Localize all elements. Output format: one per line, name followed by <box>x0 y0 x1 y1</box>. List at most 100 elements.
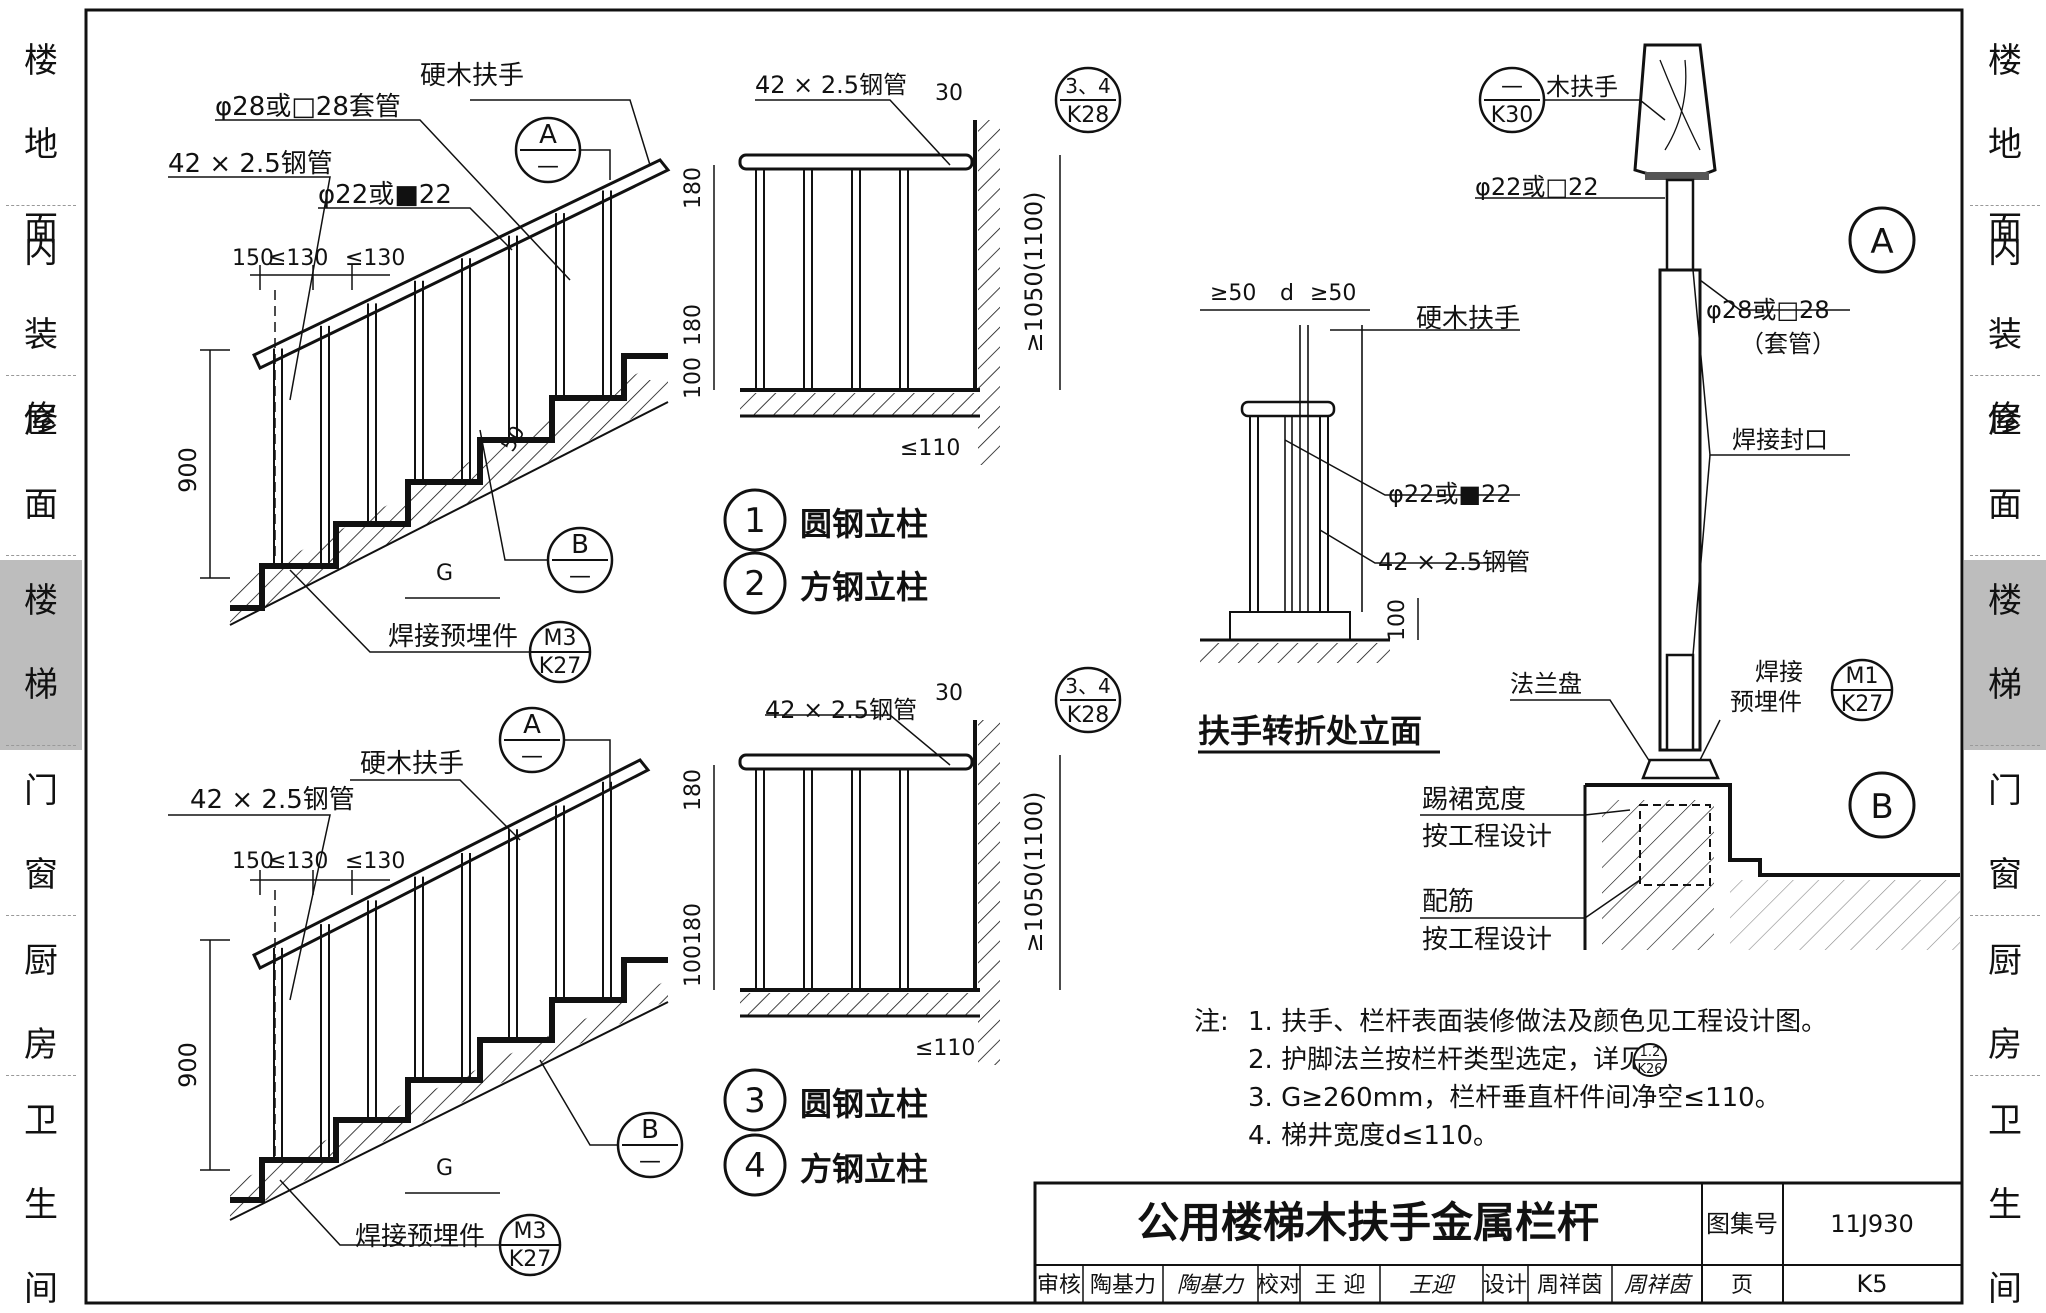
label-sleeve-a: φ28或□28 <box>1706 296 1830 324</box>
sidebar-separator <box>6 745 76 746</box>
sidebar-char[interactable]: 楼 <box>24 41 58 81</box>
turn-elevation: ≥50 d ≥50 硬木扶手 φ22或■22 42 × 2.5钢管 100 扶手… <box>1198 281 1530 754</box>
label-kick-width-1: 踢裙宽度 <box>1422 785 1526 815</box>
ref-k28-bottom-num: 3、4 <box>1065 674 1110 698</box>
title-check-label: 校对 <box>1257 1273 1301 1298</box>
sidebar-char[interactable]: 门 <box>1988 771 2022 811</box>
dim-1050-bottom: ≥1050(1100) <box>1020 792 1048 953</box>
notes: 注: 1. 扶手、栏杆表面装修做法及颜色见工程设计图。 2. 护脚法兰按栏杆类型… <box>1194 1007 1827 1151</box>
sidebar-char[interactable]: 装 <box>1988 315 2022 355</box>
title-checker: 王 迎 <box>1315 1273 1366 1298</box>
ref-a-circle <box>1848 206 1916 274</box>
sidebar-char[interactable]: 修 <box>24 399 58 439</box>
stair-elevation-bottom: 900 150 ≤130 ≤130 G 硬木扶手 42 × 2.5钢管 A — … <box>168 706 684 1277</box>
sidebar-char[interactable]: 房 <box>1988 1025 2022 1065</box>
sidebar-char[interactable]: 面 <box>24 209 58 249</box>
title-atlas-no: 11J930 <box>1830 1210 1913 1238</box>
caption-1-num: 1 <box>744 501 766 541</box>
sidebar-char[interactable]: 窗 <box>1988 855 2022 895</box>
caption-2-text: 方钢立柱 <box>800 568 928 606</box>
title-design-sig: 周祥茵 <box>1624 1273 1693 1298</box>
dim-ge50-left: ≥50 <box>1210 281 1256 306</box>
ref-k27-bottom-label: K27 <box>509 1247 551 1272</box>
dim-150-bottom: 150 <box>232 849 274 874</box>
dim-110-bottom: ≤110 <box>915 1036 975 1061</box>
sidebar-char[interactable]: 房 <box>24 1025 58 1065</box>
sidebar-char[interactable]: 楼 <box>1988 581 2022 621</box>
ref-a-top-dash: — <box>537 154 559 179</box>
dim-30-top: 30 <box>935 81 963 106</box>
ref-k30-dash: — <box>1501 74 1523 99</box>
sidebar-left: 楼地面内装修屋面楼梯门窗厨房卫生间 <box>0 0 82 1313</box>
sidebar-char[interactable]: 梯 <box>24 665 58 705</box>
label-handrail-turn: 硬木扶手 <box>1416 304 1520 334</box>
sidebar-char[interactable]: 生 <box>1988 1185 2022 1225</box>
sidebar-active-bg <box>1964 560 2046 750</box>
ref-b-circle <box>1848 771 1916 839</box>
dim-130b-top: ≤130 <box>345 246 405 271</box>
sidebar-separator <box>1970 555 2040 556</box>
title-block: 公用楼梯木扶手金属栏杆 图集号 11J930 审核 陶基力 陶基力 校对 王 迎… <box>1033 1181 1964 1305</box>
label-pipe-sect-bottom: 42 × 2.5钢管 <box>765 696 917 724</box>
sidebar-char[interactable]: 间 <box>1988 1269 2022 1309</box>
sidebar-char[interactable]: 卫 <box>24 1101 58 1141</box>
label-sleeve-b: （套管） <box>1740 330 1836 358</box>
ref-a-top-label: A <box>539 120 557 150</box>
label-baluster-turn: φ22或■22 <box>1388 480 1512 508</box>
ref-k27-top-label: K27 <box>539 654 581 679</box>
sidebar-char[interactable]: 面 <box>1988 485 2022 525</box>
sidebar-char[interactable]: 修 <box>1988 399 2022 439</box>
sidebar-char[interactable]: 楼 <box>1988 41 2022 81</box>
sidebar-char[interactable]: 窗 <box>24 855 58 895</box>
sidebar-separator <box>1970 205 2040 206</box>
label-weld: 焊接 <box>1755 658 1803 686</box>
dim-ge50-right: ≥50 <box>1310 281 1356 306</box>
sheet-frame <box>84 8 1964 1305</box>
ref-k26-bot: K26 <box>1637 1062 1662 1077</box>
sidebar-char[interactable]: 卫 <box>1988 1101 2022 1141</box>
ref-b-bottom-label: B <box>641 1115 659 1145</box>
sidebar-char[interactable]: 生 <box>24 1185 58 1225</box>
sidebar-separator <box>6 375 76 376</box>
sidebar-char[interactable]: 厨 <box>24 941 58 981</box>
label-pipe-sect-top: 42 × 2.5钢管 <box>755 71 907 99</box>
sidebar-char[interactable]: 装 <box>24 315 58 355</box>
sidebar-char[interactable]: 地 <box>24 125 58 165</box>
sidebar-char[interactable]: 屋 <box>1988 401 2022 441</box>
dim-180-bottom: 180 <box>681 769 706 811</box>
ref-b-top-dash: — <box>569 564 591 589</box>
dim-30-bottom: 30 <box>935 681 963 706</box>
sidebar-char[interactable]: 梯 <box>1988 665 2022 705</box>
sidebar-separator <box>1970 1075 2040 1076</box>
sidebar-char[interactable]: 面 <box>1988 209 2022 249</box>
sidebar-char[interactable]: 门 <box>24 771 58 811</box>
ref-k28-top-num: 3、4 <box>1065 74 1110 98</box>
sidebar-char[interactable]: 楼 <box>24 581 58 621</box>
notes-prefix: 注: <box>1194 1007 1229 1037</box>
sidebar-char[interactable]: 地 <box>1988 125 2022 165</box>
sidebar-right: 楼地面内装修屋面楼梯门窗厨房卫生间 <box>1964 0 2046 1313</box>
ref-m3-top-label: M3 <box>544 626 577 651</box>
caption-3-num: 3 <box>744 1081 766 1121</box>
label-pipe-turn: 42 × 2.5钢管 <box>1378 548 1530 576</box>
label-weld-embed-bottom: 焊接预埋件 <box>355 1222 485 1252</box>
label-embed: 预埋件 <box>1730 688 1802 716</box>
dim-900-bottom: 900 <box>174 1042 202 1088</box>
sidebar-char[interactable]: 内 <box>1988 231 2022 271</box>
ref-k26-top: 1.2 <box>1640 1045 1661 1060</box>
label-handrail-bottom: 硬木扶手 <box>360 749 464 779</box>
title-designer: 周祥茵 <box>1537 1273 1603 1298</box>
sidebar-char[interactable]: 内 <box>24 231 58 271</box>
label-baluster-a: φ22或□22 <box>1475 173 1599 201</box>
ref-k28-bottom-label: K28 <box>1067 703 1109 728</box>
dim-130b-bottom: ≤130 <box>345 849 405 874</box>
stair-elevation-top: 900 150 ≤130 ≤130 G 50 硬木扶手 φ28或□28套管 42… <box>168 61 671 684</box>
ref-k28-top-label: K28 <box>1067 103 1109 128</box>
sidebar-char[interactable]: 厨 <box>1988 941 2022 981</box>
sidebar-char[interactable]: 屋 <box>24 401 58 441</box>
dim-180b-top: 180 <box>681 304 706 346</box>
ref-m3-bottom-label: M3 <box>514 1219 547 1244</box>
caption-2-num: 2 <box>744 564 766 604</box>
sidebar-char[interactable]: 面 <box>24 485 58 525</box>
sidebar-char[interactable]: 间 <box>24 1269 58 1309</box>
